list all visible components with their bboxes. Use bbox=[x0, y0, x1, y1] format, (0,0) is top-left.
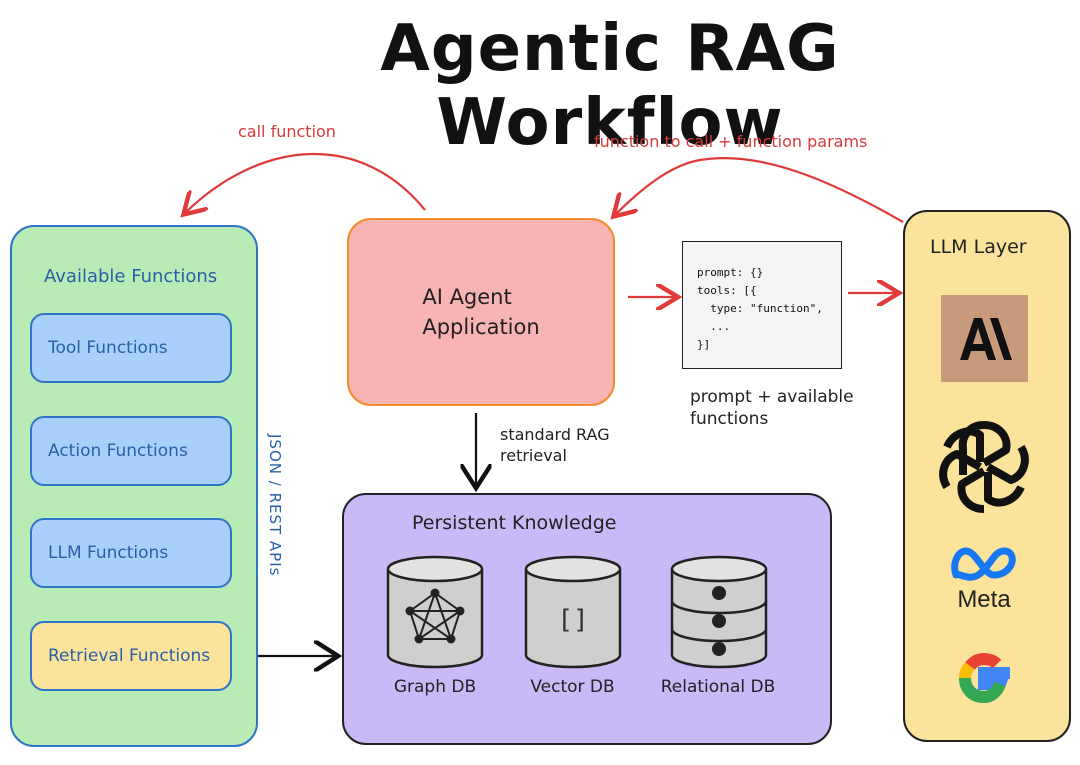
retrieval-functions-box: Retrieval Functions bbox=[30, 621, 232, 691]
svg-text:[]: [] bbox=[557, 605, 588, 635]
anthropic-logo-icon bbox=[941, 295, 1028, 382]
diagram-title: Agentic RAG Workflow bbox=[380, 12, 840, 160]
standard-rag-line1: standard RAG bbox=[500, 425, 610, 444]
vector-db-icon: [] bbox=[524, 555, 622, 669]
relational-db-label: Relational DB bbox=[660, 677, 776, 697]
function-to-call-arrow bbox=[615, 156, 904, 223]
meta-logo-icon bbox=[951, 547, 1016, 581]
prompt-caption-line1: prompt + available bbox=[690, 387, 854, 407]
vector-db-label: Vector DB bbox=[530, 677, 615, 697]
function-to-call-label: function to call + function params bbox=[594, 132, 868, 151]
call-function-label: call function bbox=[238, 122, 336, 141]
prompt-caption: prompt + available functions bbox=[690, 386, 854, 430]
prompt-code-box: prompt: {} tools: [{ type: "function", .… bbox=[682, 241, 842, 369]
llm-layer-title: LLM Layer bbox=[930, 236, 1027, 258]
openai-logo-icon bbox=[939, 421, 1029, 513]
available-functions-title: Available Functions bbox=[44, 266, 218, 287]
persistent-knowledge-title: Persistent Knowledge bbox=[412, 512, 617, 534]
standard-rag-line2: retrieval bbox=[500, 446, 567, 465]
ai-agent-application-box: AI Agent Application bbox=[347, 218, 615, 406]
agent-label-line2: Application bbox=[422, 315, 540, 339]
agent-label-line1: AI Agent bbox=[422, 285, 512, 309]
json-rest-apis-label-wrap: JSON / REST APIs bbox=[240, 400, 310, 610]
prompt-caption-line2: functions bbox=[690, 409, 769, 429]
call-function-arrow bbox=[185, 153, 426, 213]
prompt-code-text: prompt: {} tools: [{ type: "function", .… bbox=[697, 266, 823, 351]
json-rest-apis-label: JSON / REST APIs bbox=[266, 433, 284, 577]
meta-label: Meta bbox=[957, 586, 1011, 613]
action-functions-box: Action Functions bbox=[30, 416, 232, 486]
anthropic-logo-mark bbox=[959, 317, 1012, 360]
graph-db-icon bbox=[386, 555, 484, 669]
llm-functions-box: LLM Functions bbox=[30, 518, 232, 588]
google-logo-icon bbox=[959, 652, 1010, 704]
relational-db-icon bbox=[670, 555, 768, 669]
tool-functions-box: Tool Functions bbox=[30, 313, 232, 383]
graph-db-label: Graph DB bbox=[393, 677, 477, 697]
standard-rag-caption: standard RAG retrieval bbox=[500, 424, 610, 466]
